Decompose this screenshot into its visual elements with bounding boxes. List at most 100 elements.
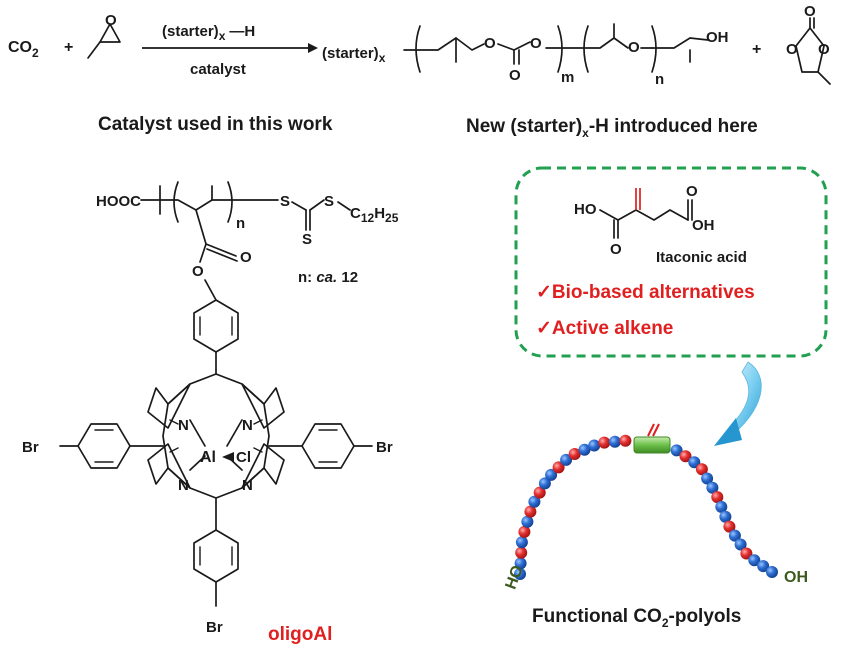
oligomer-repeat-n: n [236,215,245,232]
sulfur-3: S [324,193,334,210]
ester-carbonyl-oxygen: O [240,249,252,266]
product-starter-label: (starter)x [322,45,386,65]
ether-bead [748,554,761,567]
ether-bead [578,443,591,456]
sulfur-1: S [280,193,290,210]
check-active-alkene: ✓Active alkene [536,318,673,339]
ether-bead [545,468,558,481]
ether-bead [706,481,719,494]
bottom-bromophenyl: Br [193,497,239,636]
ether-bead [688,456,701,469]
ether-bead [514,568,526,580]
bromine-left: Br [22,439,39,456]
aluminum-center: Al [200,449,216,466]
carbonate-bead [740,547,753,560]
carbonate-bead [552,461,565,474]
plus-sign-2: + [752,41,761,58]
carbonate-bead [679,450,692,463]
carbonyl-oxygen-right: O [686,183,698,200]
catalyst-heading: Catalyst used in this work [98,114,333,135]
carbonate-bead [568,448,581,460]
right-bromophenyl: Br [268,423,393,469]
ester-link-oxygen: O [192,263,204,280]
top-phenyl-ring [193,299,239,375]
carboxyl-oh: OH [692,217,715,234]
propylene-carbonate: O O O [786,3,831,85]
carbonate-bead [695,463,708,476]
carbonate-bead [711,491,724,504]
repeat-n: n [655,71,664,88]
pyrrole-nitrogen-3: N [178,477,189,494]
carbonate-bead [524,505,537,518]
ether-bead [514,557,527,570]
carbonate-bead [533,486,546,499]
thiocarbonyl-sulfur: S [302,231,312,248]
dashed-border [514,166,828,358]
catalyst-name: oligoAl [268,624,332,645]
reaction-scheme: CO2 + O (starter)x—H catalyst (starter)x… [8,3,831,88]
bromine-right: Br [376,439,393,456]
ether-bead [719,510,732,523]
carbonate-bead [515,546,528,559]
ether-bead [734,538,747,551]
ether-bead [757,560,770,573]
curved-arrow-head [714,418,742,446]
carbonate-bead [619,434,632,447]
new-starter-heading: New (starter)x-H introduced here [466,116,758,140]
ether-bead [521,515,534,528]
alkene-block [633,436,671,454]
oligoal-catalyst-structure: HOOC n S S S C12H25 O O n: ca. 12 [22,181,399,645]
bromine-bottom: Br [206,619,223,636]
ether-bead [528,495,541,508]
ether-oxygen: O [628,39,640,56]
cyclic-carbonyl-oxygen: O [804,3,816,20]
plus-sign-1: + [64,39,73,56]
carbonate-bead [723,520,736,533]
ether-bead [515,536,528,549]
chain-end-oh: OH [784,569,808,586]
carbonate-bead [518,525,531,538]
cyclic-oxygen-right: O [818,41,830,58]
ether-bead [560,453,573,466]
pyrrole-nitrogen-4: N [242,477,253,494]
polyol-chain [514,434,778,580]
ether-bead [588,439,601,452]
porphyrin-core: N N N N Al Cl [147,373,285,499]
ether-bead [608,435,621,448]
dodecyl-chain: C12H25 [350,205,399,225]
co2-label: CO2 [8,39,39,60]
cyclic-oxygen-left: O [786,41,798,58]
hooc-group: HOOC [96,193,141,210]
ether-bead [766,566,778,578]
polycarbonate-polyether-product: O O O m O n OH [403,23,729,88]
carbonate-oxygen-2: O [530,35,542,52]
itaconic-acid-name: Itaconic acid [656,249,747,266]
ether-bead [728,529,741,542]
ether-bead [715,500,728,513]
ether-bead [701,472,714,485]
reaction-arrow [142,43,318,53]
ether-bead [670,444,683,457]
ether-bead [538,477,551,490]
itaconic-acid-box: HO O O OH Itaconic acid ✓Bio-based alter… [514,166,828,358]
carbonate-bead [598,436,611,449]
carboxyl-ho: HO [574,201,597,218]
chloride-ligand: Cl [236,449,251,466]
catalyst-label: catalyst [190,61,246,78]
carbonyl-oxygen-left: O [610,241,622,258]
n-value-note: n: ca. 12 [298,269,358,286]
pyrrole-nitrogen-1: N [178,417,189,434]
pyrrole-nitrogen-2: N [242,417,253,434]
polyols-caption: Functional CO2-polyols [532,606,741,630]
epoxide-oxygen: O [105,12,117,29]
terminal-hydroxyl: OH [706,29,729,46]
left-bromophenyl: Br [22,423,164,469]
carbonate-oxygen-1: O [484,35,496,52]
reagent-starter-label: (starter)x—H [162,23,255,43]
check-bio-based: ✓Bio-based alternatives [536,282,755,303]
repeat-m: m [561,69,574,86]
propylene-oxide: O [87,12,121,59]
carbonyl-oxygen: O [509,67,521,84]
